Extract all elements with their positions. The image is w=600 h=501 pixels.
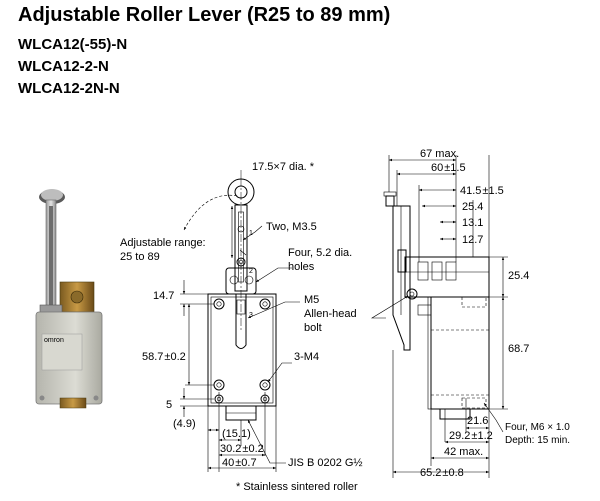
dim-58-7-value: 58.7 bbox=[142, 351, 163, 363]
dim-13-1: 13.1 bbox=[462, 217, 483, 229]
holes-label-2: holes bbox=[288, 261, 315, 273]
dim-60: 60±1.5 bbox=[431, 162, 466, 174]
dim-41-5-tol: ±1.5 bbox=[482, 185, 503, 197]
lever-mark-2: 2 bbox=[249, 268, 253, 275]
mount-depth-label: Depth: 15 min. bbox=[505, 435, 570, 446]
page-title: Adjustable Roller Lever (R25 to 89 mm) bbox=[18, 4, 391, 26]
thread-label: 3-M4 bbox=[294, 351, 319, 363]
dim-42: 42 max. bbox=[444, 446, 483, 458]
dim-30-2-value: 30.2 bbox=[220, 443, 241, 455]
bolt-label-1: M5 bbox=[304, 294, 319, 306]
dim-65-2-tol: ±0.8 bbox=[442, 467, 463, 479]
bolt-label-3: bolt bbox=[304, 322, 322, 334]
lever-mark-3: 3 bbox=[249, 312, 253, 319]
dim-14-7: 14.7 bbox=[153, 290, 174, 302]
dim-40-tol: ±0.7 bbox=[235, 457, 256, 469]
dim-67: 67 max. bbox=[420, 148, 459, 160]
adjustable-range-label: Adjustable range: bbox=[120, 237, 206, 249]
mount-thread-label: Four, M6 × 1.0 bbox=[505, 422, 570, 433]
model-number-1: WLCA12(-55)-N bbox=[18, 36, 128, 53]
dim-29-2-tol: ±1.2 bbox=[471, 430, 492, 442]
dim-25-4-top: 25.4 bbox=[462, 201, 483, 213]
dim-41-5-value: 41.5 bbox=[460, 185, 481, 197]
dim-25-4-right: 25.4 bbox=[508, 270, 529, 282]
dim-65-2-value: 65.2 bbox=[420, 467, 441, 479]
dim-29-2: 29.2±1.2 bbox=[449, 430, 493, 442]
dim-5: 5 bbox=[166, 399, 172, 411]
lever-mark-1: 1 bbox=[249, 230, 253, 237]
model-number-3: WLCA12-2N-N bbox=[18, 80, 120, 97]
dim-68-7: 68.7 bbox=[508, 343, 529, 355]
front-view: 1 2 3 bbox=[180, 170, 300, 472]
screw-label: Two, M3.5 bbox=[266, 221, 317, 233]
footnote: * Stainless sintered roller bbox=[236, 481, 358, 493]
dim-21-6: 21.6 bbox=[467, 415, 488, 427]
bolt-label-2: Allen-head bbox=[304, 308, 357, 320]
product-photo: omron bbox=[35, 189, 103, 409]
conduit-label: JIS B 0202 G½ bbox=[288, 457, 363, 469]
dim-30-2: 30.2±0.2 bbox=[220, 443, 264, 455]
dim-29-2-value: 29.2 bbox=[449, 430, 470, 442]
dim-40: 40±0.7 bbox=[222, 457, 257, 469]
dim-58-7: 58.7±0.2 bbox=[142, 351, 186, 363]
dim-60-tol: ±1.5 bbox=[444, 162, 465, 174]
dim-41-5: 41.5±1.5 bbox=[460, 185, 504, 197]
dim-58-7-tol: ±0.2 bbox=[164, 351, 185, 363]
dim-15-1: (15.1) bbox=[222, 428, 251, 440]
dim-65-2: 65.2±0.8 bbox=[420, 467, 464, 479]
roller-dimension: 17.5×7 dia. * bbox=[252, 161, 315, 173]
model-number-2: WLCA12-2-N bbox=[18, 58, 109, 75]
photo-brand-label: omron bbox=[44, 337, 64, 344]
adjustable-range-value: 25 to 89 bbox=[120, 251, 160, 263]
holes-label: Four, 5.2 dia. bbox=[288, 247, 352, 259]
dim-12-7: 12.7 bbox=[462, 234, 483, 246]
side-view bbox=[370, 155, 508, 478]
dim-40-value: 40 bbox=[222, 457, 234, 469]
dim-4-9: (4.9) bbox=[173, 418, 196, 430]
dim-30-2-tol: ±0.2 bbox=[242, 443, 263, 455]
dim-60-value: 60 bbox=[431, 162, 443, 174]
